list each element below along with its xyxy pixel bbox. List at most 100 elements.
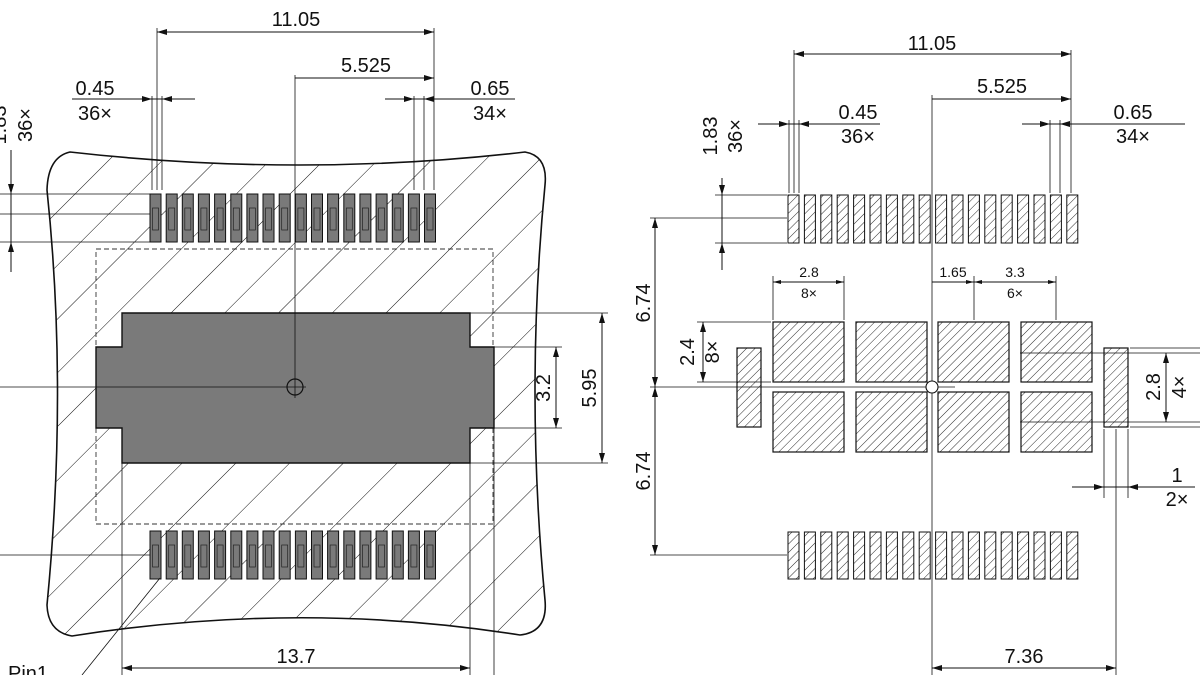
left-top-pad-inner-4 xyxy=(200,207,208,231)
right-bottom-pad-8 xyxy=(902,531,915,580)
left-dim-pin-length-count: 36× xyxy=(15,108,37,142)
left-bottom-pad-inner-17 xyxy=(410,544,418,568)
right-top-pad-18 xyxy=(1066,194,1079,244)
right-dim-half-pin-span: 5.525 xyxy=(977,76,1027,98)
right-bottom-pad-2 xyxy=(803,531,816,580)
right-dim-overall-pin-span: 11.05 xyxy=(908,33,957,55)
left-top-pad-7 xyxy=(246,193,259,243)
right-dim-side-width: 1 xyxy=(1171,465,1182,487)
left-top-pad-inner-6 xyxy=(232,207,240,231)
right-bottom-pad-3 xyxy=(820,531,833,580)
right-bottom-pad-17 xyxy=(1049,531,1062,580)
right-top-pad-16 xyxy=(1033,194,1046,244)
right-dim-pin-length: 1.83 xyxy=(700,117,722,156)
right-bottom-pad-18 xyxy=(1066,531,1079,580)
left-top-pad-inner-7 xyxy=(249,207,256,231)
left-top-pad-inner-8 xyxy=(265,207,272,231)
left-top-pad-3 xyxy=(181,193,194,243)
right-bottom-pad-6 xyxy=(869,531,882,580)
left-bottom-pad-inner-13 xyxy=(345,544,353,568)
right-side-pad-left xyxy=(736,347,762,428)
left-bottom-pad-inner-14 xyxy=(362,544,369,568)
left-top-pad-16 xyxy=(391,193,404,243)
right-top-pad-15 xyxy=(1017,194,1030,244)
left-top-pad-13 xyxy=(343,193,356,243)
right-top-pad-8 xyxy=(902,194,915,244)
right-top-pad-6 xyxy=(869,194,882,244)
left-bottom-pad-15 xyxy=(375,530,388,580)
left-bottom-pad-18 xyxy=(424,530,436,580)
right-thermal-pads xyxy=(772,321,1093,453)
right-top-pad-9 xyxy=(918,194,931,244)
left-dim-pin-pitch: 0.65 xyxy=(471,78,510,100)
left-top-pad-inner-5 xyxy=(216,207,224,231)
left-dim-overall-pin-span: 11.05 xyxy=(272,9,321,31)
left-bottom-pad-inner-11 xyxy=(313,544,321,568)
left-bottom-pad-inner-2 xyxy=(168,544,176,568)
left-top-pad-row xyxy=(149,193,436,243)
right-bottom-pad-7 xyxy=(885,531,898,580)
right-top-pad-4 xyxy=(836,194,849,244)
right-bottom-pad-1 xyxy=(787,531,800,580)
left-top-pad-inner-11 xyxy=(313,207,321,231)
left-top-pad-inner-16 xyxy=(394,207,402,231)
right-top-pad-1 xyxy=(787,194,800,244)
left-top-pad-inner-14 xyxy=(362,207,369,231)
left-bottom-pad-4 xyxy=(197,530,210,580)
left-top-pad-inner-10 xyxy=(297,207,305,231)
left-bottom-pad-10 xyxy=(294,530,307,580)
left-top-pad-10 xyxy=(294,193,307,243)
left-bottom-pad-inner-18 xyxy=(426,544,434,568)
right-top-pad-17 xyxy=(1049,194,1062,244)
right-dim-pad-pitch-count: 6× xyxy=(1007,285,1023,301)
left-bottom-pad-12 xyxy=(327,530,340,580)
left-top-pad-11 xyxy=(311,193,323,243)
left-top-pad-inner-18 xyxy=(426,207,434,231)
left-view: 11.05 5.525 0.45 36× 0.65 34× 1.83 36× 5… xyxy=(0,9,608,675)
left-top-pad-17 xyxy=(407,193,420,243)
left-bottom-pad-inner-8 xyxy=(265,544,272,568)
left-bottom-pad-11 xyxy=(311,530,323,580)
left-top-pad-inner-9 xyxy=(281,207,289,231)
left-top-pad-8 xyxy=(262,193,275,243)
right-bottom-pad-15 xyxy=(1017,531,1030,580)
left-dim-body-height: 5.95 xyxy=(579,369,601,408)
right-bottom-pad-row xyxy=(787,531,1079,580)
right-dim-pin-length-count: 36× xyxy=(725,119,747,153)
right-bottom-pad-13 xyxy=(984,531,997,580)
left-bottom-pad-inner-10 xyxy=(297,544,305,568)
right-top-pad-3 xyxy=(820,194,833,244)
right-bottom-pad-11 xyxy=(951,531,964,580)
left-top-pad-9 xyxy=(278,193,291,243)
left-dim-half-pin-span: 5.525 xyxy=(341,55,391,77)
left-bottom-pad-6 xyxy=(230,530,243,580)
left-bottom-pad-8 xyxy=(262,530,275,580)
left-top-pad-5 xyxy=(214,193,227,243)
right-bottom-pad-10 xyxy=(935,531,948,580)
left-top-pad-14 xyxy=(359,193,372,243)
right-dim-pad-height-count: 8× xyxy=(702,341,724,364)
right-dim-pad-pitch: 3.3 xyxy=(1005,264,1025,280)
left-bottom-pad-inner-15 xyxy=(378,544,385,568)
right-top-pad-5 xyxy=(853,194,866,244)
left-bottom-pad-7 xyxy=(246,530,259,580)
left-bottom-pad-5 xyxy=(214,530,227,580)
left-top-pad-inner-3 xyxy=(184,207,192,231)
right-top-pad-14 xyxy=(1000,194,1013,244)
right-center-mark xyxy=(925,380,939,394)
left-pin1-label: Pin1 xyxy=(8,663,48,675)
right-dim-side-height-count: 4× xyxy=(1169,376,1191,399)
left-dim-pin-width-count: 36× xyxy=(78,103,112,125)
left-bottom-pad-inner-3 xyxy=(184,544,192,568)
right-dim-right-extent: 7.36 xyxy=(1005,646,1044,668)
left-dim-pin-length: 1.83 xyxy=(0,106,11,145)
left-top-pad-inner-12 xyxy=(329,207,337,231)
left-bottom-pad-9 xyxy=(278,530,291,580)
left-top-pad-18 xyxy=(424,193,436,243)
right-top-pad-row xyxy=(787,194,1079,244)
right-dim-pad-height: 2.4 xyxy=(677,338,699,366)
right-dim-pin-pitch-count: 34× xyxy=(1116,126,1150,148)
left-bottom-pad-17 xyxy=(407,530,420,580)
left-bottom-pad-13 xyxy=(343,530,356,580)
